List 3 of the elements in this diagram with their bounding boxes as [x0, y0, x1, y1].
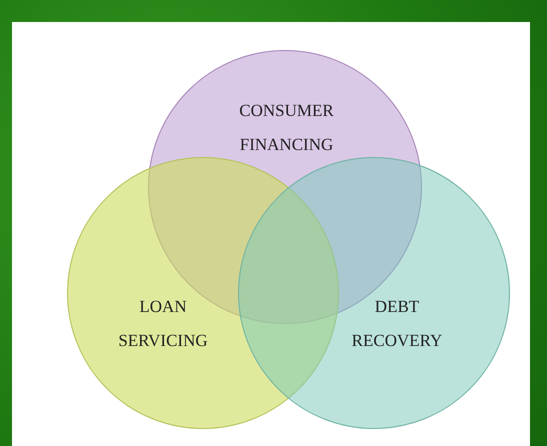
circle-label: CONSUMER FINANCING	[238, 100, 335, 156]
circle-label: LOAN SERVICING	[117, 296, 209, 352]
circle-label: DEBT RECOVERY	[350, 296, 444, 352]
